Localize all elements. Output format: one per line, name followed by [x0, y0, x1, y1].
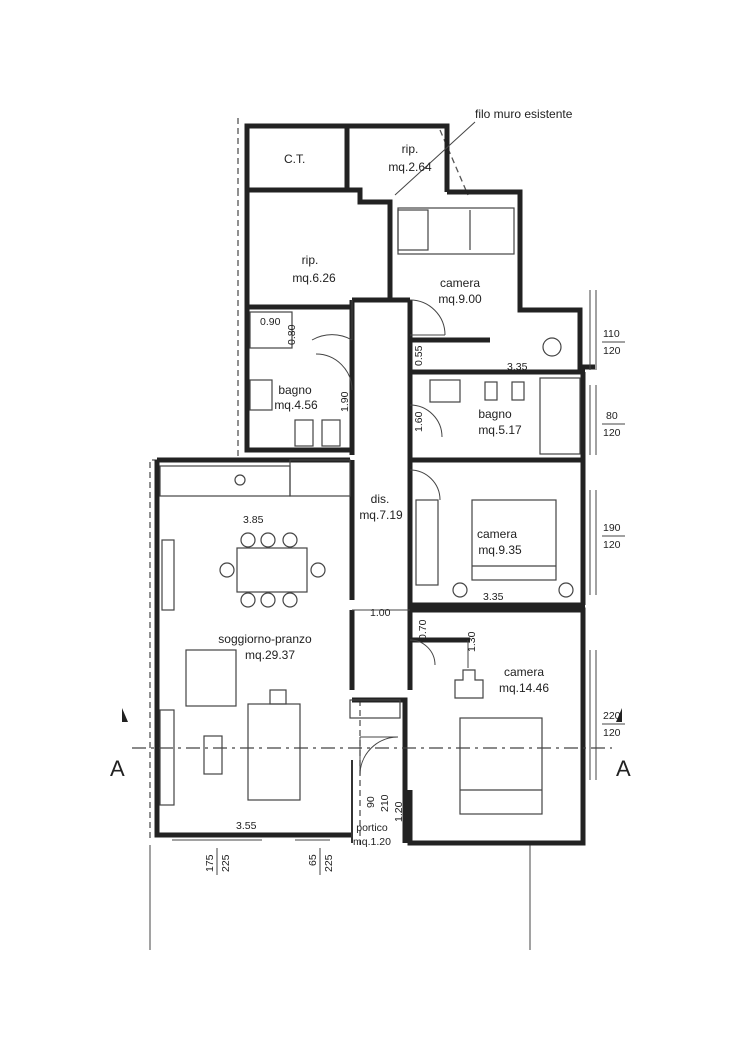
bed-camera-2	[415, 499, 574, 598]
section-line	[122, 708, 622, 749]
room-ct-name: C.T.	[284, 152, 305, 166]
room-soggiorno-name: soggiorno-pranzo	[218, 632, 312, 646]
window-4-width: 220	[603, 710, 621, 722]
window-2-width: 80	[606, 410, 618, 422]
window-1-height: 120	[603, 345, 621, 357]
room-camera-3-name: camera	[504, 665, 544, 679]
bottom-window-1-height: 225	[220, 854, 232, 872]
window-1-width: 110	[603, 328, 620, 340]
bathroom-2-fixtures	[429, 377, 581, 455]
section-arrow-left-icon	[122, 708, 128, 722]
room-rip-left-name: rip.	[302, 253, 319, 267]
bottom-window-2-height: 225	[323, 854, 335, 872]
window-2-height: 120	[603, 427, 621, 439]
right-facade-windows	[172, 290, 597, 841]
existing-wall-leader	[394, 121, 476, 196]
room-bagno-2-name: bagno	[478, 407, 512, 421]
walls	[154, 123, 595, 846]
section-label-right: A	[616, 756, 631, 781]
room-dis-name: dis.	[371, 492, 390, 506]
room-camera-1-area: mq.9.00	[438, 292, 482, 306]
room-portico-area: mq.1.20	[353, 836, 391, 848]
dim-1-00: 1.00	[370, 607, 391, 619]
bottom-window-1-width: 175	[204, 854, 216, 872]
bed-camera-3	[454, 669, 543, 815]
right-window-dims: 110 120 80 120 190 120 220 120	[602, 328, 625, 739]
dim-3-85: 3.85	[243, 514, 264, 526]
window-3-width: 190	[603, 522, 621, 534]
room-camera-2-area: mq.9.35	[478, 543, 522, 557]
window-3-height: 120	[603, 539, 621, 551]
dim-portico-210: 210	[379, 794, 391, 812]
doors	[311, 299, 446, 776]
dim-3-55: 3.55	[236, 820, 257, 832]
section-arrow-right-icon	[616, 708, 622, 722]
room-bagno-2-area: mq.5.17	[478, 423, 522, 437]
room-rip-top-name: rip.	[402, 142, 419, 156]
room-portico-name: portico	[356, 822, 388, 834]
dim-1-60: 1.60	[413, 411, 425, 432]
room-bagno-1-name: bagno	[278, 383, 312, 397]
dim-3-35-top: 3.35	[507, 361, 528, 373]
window-4-height: 120	[603, 727, 621, 739]
dim-portico-90: 90	[365, 796, 377, 808]
dim-1-30: 1.30	[466, 631, 478, 652]
room-dis-area: mq.7.19	[359, 508, 403, 522]
room-bagno-1-area: mq.4.56	[274, 398, 318, 412]
room-camera-3-area: mq.14.46	[499, 681, 549, 695]
bottom-window-dims: 175 225 65 225	[204, 848, 335, 875]
dim-portico-1-20: 1.20	[393, 801, 405, 822]
dim-1-90: 1.90	[339, 391, 351, 412]
existing-outline	[149, 118, 531, 950]
dim-0-70: 0.70	[417, 619, 429, 640]
room-rip-left-area: mq.6.26	[292, 271, 336, 285]
room-camera-2-name: camera	[477, 527, 517, 541]
room-soggiorno-area: mq.29.37	[245, 648, 295, 662]
bathroom-1-fixtures	[249, 311, 341, 447]
kitchen-living-furniture	[159, 459, 401, 806]
bottom-window-2-width: 65	[307, 854, 319, 866]
dim-0-80: 0.80	[286, 324, 298, 345]
room-camera-1-name: camera	[440, 276, 480, 290]
dim-0-55: 0.55	[413, 345, 425, 366]
dim-3-35-mid: 3.35	[483, 591, 504, 603]
bed-camera-1	[397, 207, 562, 357]
section-label-left: A	[110, 756, 125, 781]
existing-wall-annotation: filo muro esistente	[475, 107, 573, 121]
room-rip-top-area: mq.2.64	[388, 160, 432, 174]
dim-0-90: 0.90	[260, 316, 281, 328]
